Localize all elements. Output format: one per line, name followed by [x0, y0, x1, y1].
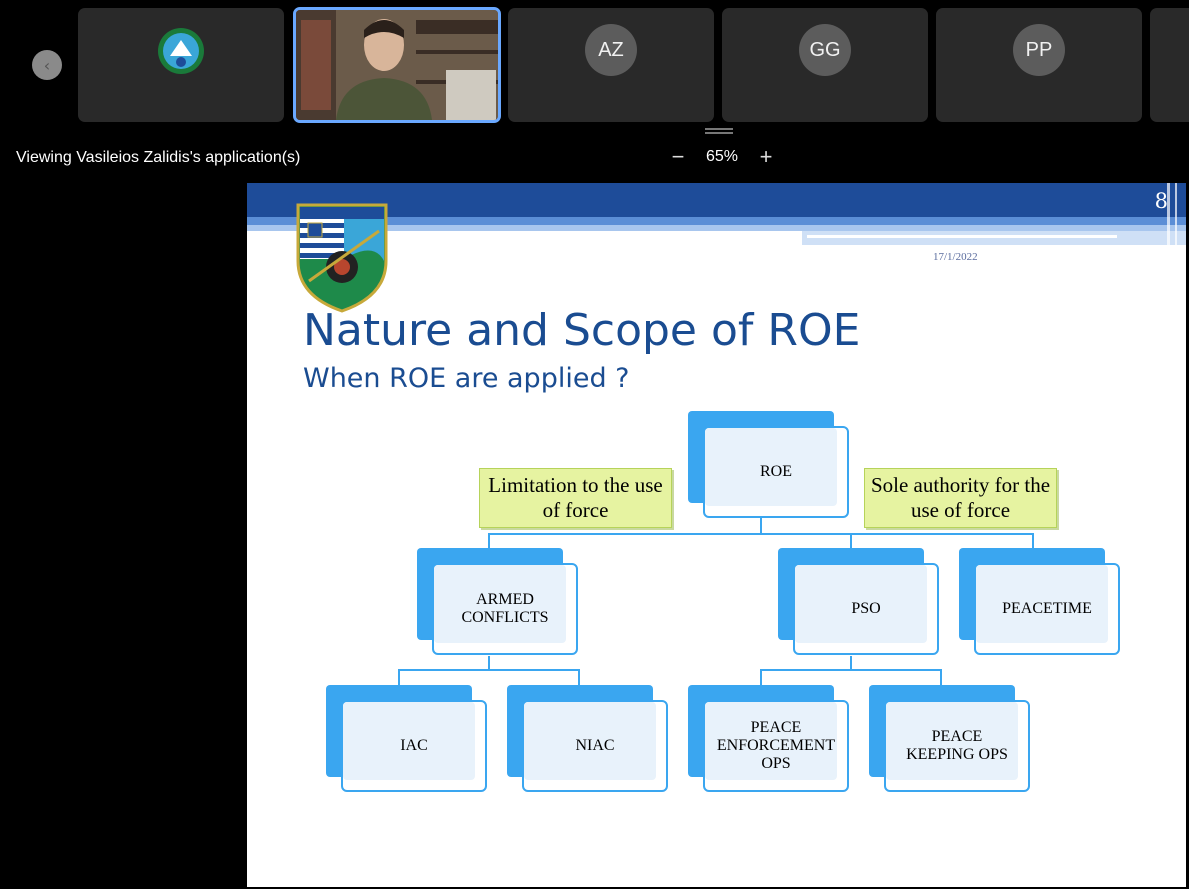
connector-line — [760, 669, 762, 685]
callout-limitation: Limitation to the use of force — [479, 468, 672, 528]
shared-slide: 8 17/1/2022 Nature and Scope of ROE When… — [247, 183, 1186, 887]
participant-tile-az[interactable]: AZ — [508, 8, 714, 122]
connector-line — [850, 656, 852, 670]
divider — [807, 235, 1117, 238]
participant-tile-partial[interactable] — [1150, 8, 1189, 122]
node-label: ARMED CONFLICTS — [461, 591, 549, 626]
avatar: PP — [1013, 24, 1065, 76]
node-label: PEACETIME — [1002, 600, 1092, 617]
unit-crest-icon — [296, 203, 388, 313]
slide-subtitle: When ROE are applied ? — [303, 363, 630, 394]
participant-tile-video[interactable] — [293, 7, 501, 123]
emblem-logo-icon — [158, 28, 204, 74]
connector-line — [488, 533, 1034, 535]
node-label: NIAC — [575, 737, 615, 754]
speaker-video-icon — [296, 10, 498, 120]
chevron-left-icon: ‹ — [43, 55, 51, 75]
zoom-out-button[interactable]: − — [671, 144, 685, 169]
callout-authority: Sole authority for the use of force — [864, 468, 1057, 528]
participant-tile-logo[interactable] — [78, 8, 284, 122]
slide-number: 8 — [1154, 189, 1168, 213]
header-band — [247, 225, 1186, 231]
scroll-edge — [1186, 183, 1189, 889]
node-label: ROE — [760, 463, 792, 480]
avatar: GG — [799, 24, 851, 76]
connector-line — [488, 656, 490, 670]
resize-handle[interactable] — [705, 128, 733, 134]
viewing-label: Viewing Vasileios Zalidis's application(… — [16, 149, 301, 166]
zoom-in-button[interactable]: + — [759, 144, 773, 169]
connector-line — [940, 669, 942, 685]
header-band — [802, 231, 1186, 245]
connector-line — [760, 518, 762, 535]
participant-tile-pp[interactable]: PP — [936, 8, 1142, 122]
slide-date: 17/1/2022 — [933, 251, 978, 263]
divider — [1167, 183, 1170, 245]
header-band — [247, 217, 1186, 225]
previous-participants-button[interactable]: ‹ — [32, 50, 62, 80]
connector-line — [398, 669, 580, 671]
participant-tile-gg[interactable]: GG — [722, 8, 928, 122]
avatar: AZ — [585, 24, 637, 76]
node-label: PSO — [851, 600, 881, 617]
node-label: PEACE ENFORCEMENT OPS — [716, 719, 836, 772]
connector-line — [760, 669, 942, 671]
divider — [1175, 183, 1177, 245]
connector-line — [398, 669, 400, 685]
connector-line — [488, 533, 490, 548]
connector-line — [578, 669, 580, 685]
slide-title: Nature and Scope of ROE — [303, 305, 861, 356]
connector-line — [1032, 533, 1034, 548]
zoom-level: 65% — [706, 148, 739, 165]
connector-line — [850, 533, 852, 548]
node-label: PEACE KEEPING OPS — [906, 728, 1008, 763]
header-band — [247, 183, 1186, 217]
zoom-controls: − 65% + — [668, 146, 776, 168]
node-label: IAC — [400, 737, 428, 754]
